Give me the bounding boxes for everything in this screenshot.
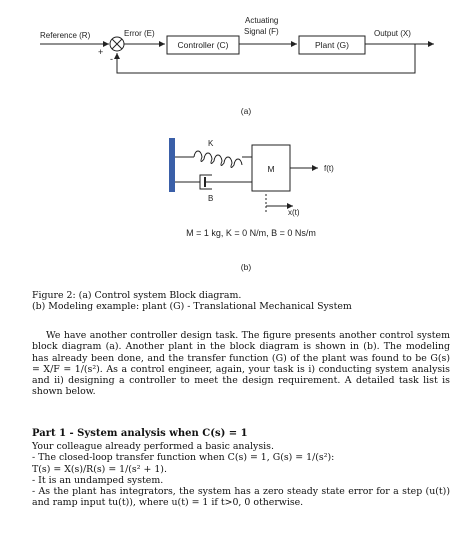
- part1-body: Your colleague already performed a basic…: [32, 441, 450, 509]
- error-label: Error (E): [124, 29, 155, 38]
- damper: [175, 174, 252, 190]
- force-label: f(t): [324, 164, 334, 173]
- controller-label: Controller (C): [177, 40, 228, 50]
- part1-line2: - The closed-loop transfer function when…: [32, 452, 335, 464]
- mass-block: [251, 144, 291, 192]
- figure-caption-line2: (b) Modeling example: plant (G) - Transl…: [32, 301, 352, 313]
- figure-diagram: Reference (R) Error (E) Actuating Signal…: [40, 16, 434, 272]
- mechanical-diagram-caption: (b): [241, 262, 252, 272]
- actuating-label-line2: Signal (F): [244, 27, 279, 36]
- block-diagram-caption: (a): [241, 106, 252, 116]
- figure-caption-line1: Figure 2: (a) Control system Block diagr…: [32, 290, 242, 301]
- reference-label: Reference (R): [40, 31, 91, 40]
- part1-line1: Your colleague already performed a basic…: [32, 441, 274, 452]
- body-paragraph: We have another controller design task. …: [32, 330, 450, 398]
- damper-label: B: [208, 194, 213, 203]
- part1-line5: - As the plant has integrators, the syst…: [32, 486, 450, 509]
- figure-caption: Figure 2: (a) Control system Block diagr…: [32, 290, 452, 313]
- summing-junction: [109, 36, 125, 52]
- part1-heading: Part 1 - System analysis when C(s) = 1: [32, 428, 248, 439]
- plant-label: Plant (G): [315, 40, 349, 50]
- mass-label: M: [267, 164, 274, 174]
- plant-block: [298, 35, 366, 55]
- fixed-wall: [169, 138, 175, 192]
- part1-line4: - It is an undamped system.: [32, 474, 164, 486]
- output-label: Output (X): [374, 29, 411, 38]
- actuating-label-line1: Actuating: [245, 16, 278, 25]
- part1-line3: T(s) = X(s)/R(s) = 1/(s² + 1).: [32, 463, 167, 475]
- controller-block: [166, 35, 240, 55]
- displacement-label: x(t): [288, 208, 300, 217]
- minus-sign: -: [110, 54, 113, 64]
- plus-sign: +: [98, 47, 103, 57]
- system-parameters: M = 1 kg, K = 0 N/m, B = 0 Ns/m: [186, 228, 316, 238]
- spring: [175, 150, 252, 168]
- feedback-path: [114, 44, 416, 74]
- spring-label: K: [208, 139, 214, 148]
